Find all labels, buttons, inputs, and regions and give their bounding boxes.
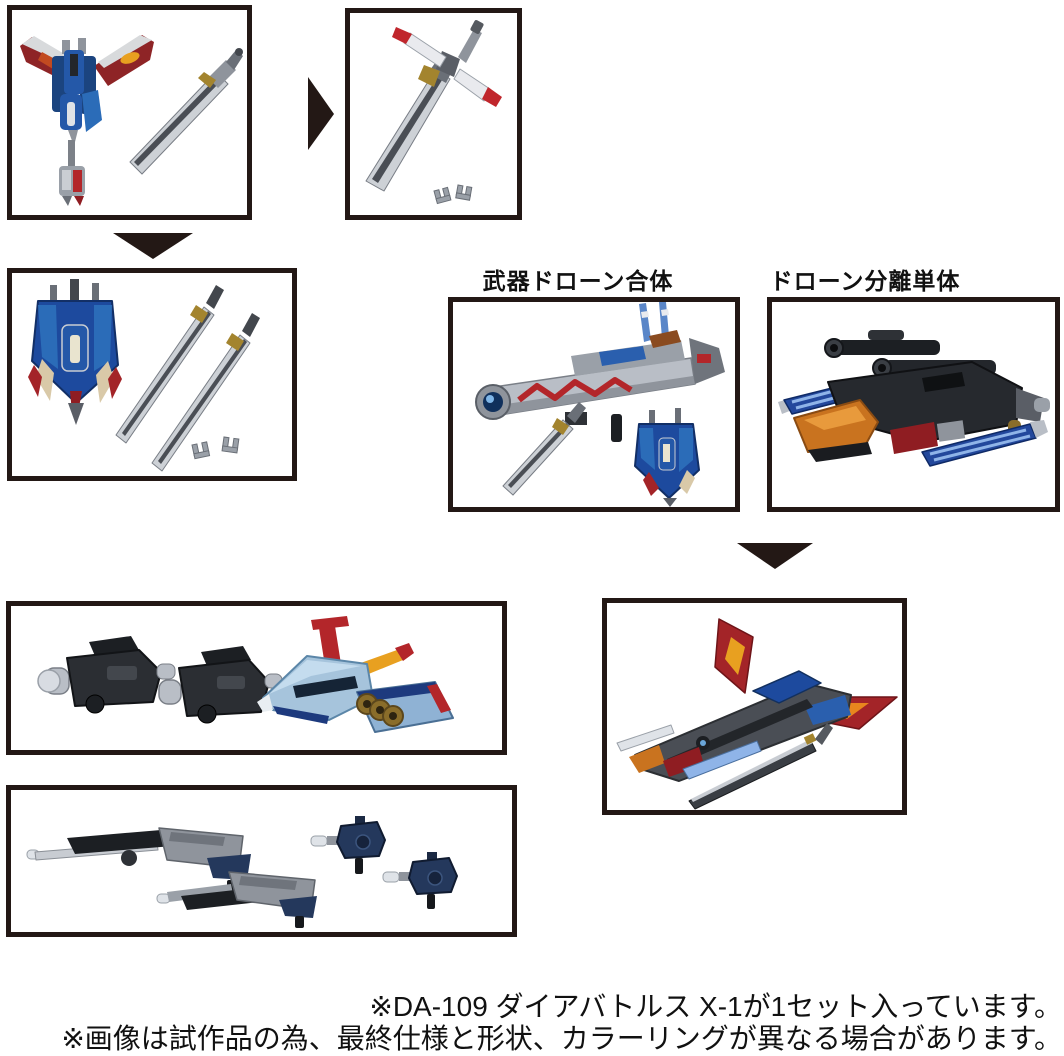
blue-drone-ship: [634, 408, 700, 507]
long-rifle-bottom: [156, 871, 317, 928]
blaster-left: [310, 816, 386, 874]
panel-assembled-sword: [345, 8, 522, 220]
weapon-drone-combined-illustration: [475, 302, 725, 507]
panel-combined-battleship: [602, 598, 907, 815]
arrow-down-icon: [737, 543, 813, 569]
blue-jet-illustration: [20, 35, 154, 146]
footnote-set-contents: ※DA-109 ダイアバトルス X-1が1セット入っています。: [369, 991, 1062, 1022]
arrow-down-icon: [113, 233, 193, 259]
booster-pod-right: [158, 646, 283, 724]
folded-jet-and-swords-illustration: [28, 279, 260, 472]
panel-weapon-drone-combined: [448, 297, 740, 512]
assembled-sword-illustration: [365, 20, 502, 205]
small-sword: [502, 402, 586, 496]
weapon-parts-illustration: [26, 816, 458, 928]
panel-vehicle-parts: [6, 601, 507, 755]
shuttle: [257, 616, 414, 724]
footnote-prototype-disclaimer: ※画像は試作品の為、最終仕様と形状、カラーリングが異なる場合があります。: [61, 1023, 1062, 1054]
jet-and-sword-parts-illustration: [20, 35, 243, 206]
combined-battleship: [616, 618, 898, 810]
blaster-right: [382, 852, 458, 909]
connector-part-illustration: [59, 140, 85, 206]
vehicle-parts-illustration: [37, 616, 454, 733]
two-swords: [115, 285, 260, 472]
separated-drone-illustration: [778, 330, 1050, 467]
thruster-module: [356, 681, 454, 733]
panel-jet-and-sword-parts: [7, 5, 252, 220]
combined-battleship-illustration: [616, 618, 898, 810]
panel-drone-separated: [767, 297, 1060, 512]
combined-gun: [475, 302, 725, 442]
booster-pod-left: [37, 636, 176, 714]
assembled-sword: [365, 20, 502, 192]
section-label-weapon-drone-combined: 武器ドローン合体: [482, 268, 674, 294]
panel-weapon-parts: [6, 785, 517, 937]
section-label-drone-separated: ドローン分離単体: [769, 268, 961, 294]
joint-clips: [433, 184, 473, 205]
separated-drone: [778, 330, 1050, 467]
arrow-right-icon: [308, 77, 334, 150]
folded-jet-ship: [28, 279, 122, 425]
panel-folded-jet-and-swords: [7, 268, 297, 481]
joint-clips: [191, 436, 240, 460]
sword-illustration: [129, 48, 243, 175]
